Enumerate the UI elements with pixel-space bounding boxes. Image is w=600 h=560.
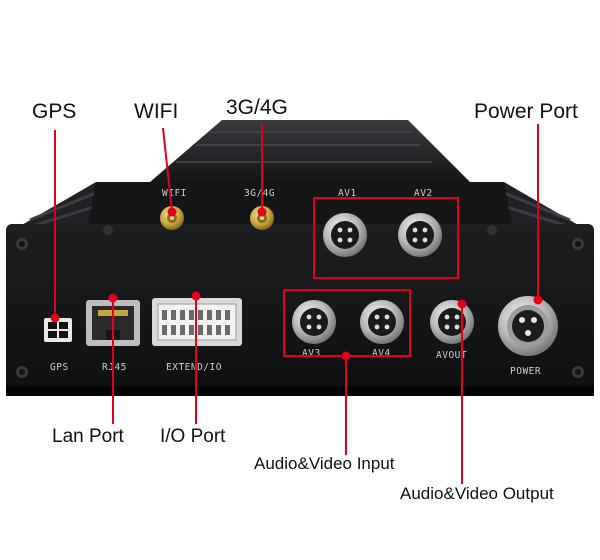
panel-label-av3: AV3	[302, 348, 321, 359]
av2-connector	[398, 213, 442, 257]
panel-label-wifi: WIFI	[162, 188, 187, 199]
callout-av-input: Audio&Video Input	[254, 454, 395, 473]
panel-label-power: POWER	[510, 366, 541, 377]
av3-connector	[292, 300, 336, 344]
callout-io-port: I/O Port	[160, 426, 226, 447]
panel-label-avout: AVOUT	[436, 350, 467, 361]
callout-wifi: WIFI	[134, 100, 179, 123]
callout-lan-port: Lan Port	[52, 426, 124, 447]
panel-label-rj45: RJ45	[102, 362, 127, 373]
upper-front-plate	[88, 182, 512, 225]
panel-label-extend-io: EXTEND/IO	[166, 362, 222, 373]
panel-screws	[16, 225, 584, 378]
callout-av-output: Audio&Video Output	[400, 484, 554, 503]
callout-power-port: Power Port	[474, 100, 578, 123]
panel-label-3g4g: 3G/4G	[244, 188, 275, 199]
panel-label-av4: AV4	[372, 348, 391, 359]
power-connector	[498, 296, 558, 356]
av1-connector	[323, 213, 367, 257]
panel-label-av1: AV1	[338, 188, 357, 199]
gps-port	[44, 318, 72, 342]
panel-label-gps: GPS	[50, 362, 69, 373]
avout-connector	[430, 300, 474, 344]
panel-label-av2: AV2	[414, 188, 433, 199]
callout-lines	[54, 124, 539, 484]
callout-3g4g: 3G/4G	[226, 96, 288, 119]
callout-gps: GPS	[32, 100, 77, 123]
callout-dots	[50, 207, 543, 361]
av4-connector	[360, 300, 404, 344]
device-top-heatsink	[150, 120, 470, 182]
